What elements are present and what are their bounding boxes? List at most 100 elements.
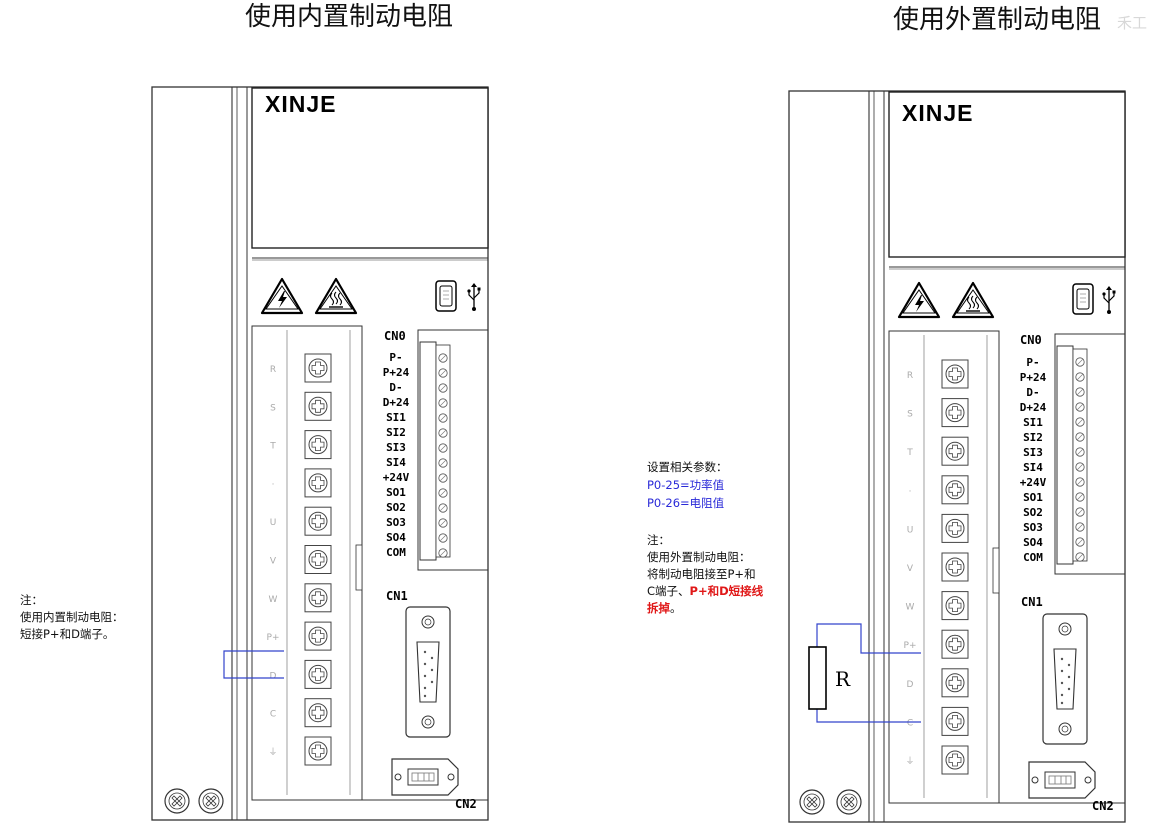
right-cn0-pin-slot (1076, 538, 1084, 546)
left-screw-terminal-6 (304, 545, 332, 574)
left-screw-terminal-1 (304, 353, 332, 383)
right-cn0-pin-slot (1076, 463, 1084, 471)
left-power-pin-label-5: U (270, 518, 277, 528)
right-cn0-pin-slot (1076, 403, 1084, 411)
right-note-title: 注： (647, 533, 670, 547)
right-power-pin-label-5: U (907, 525, 914, 535)
right-cn0-terminal-1: P- (1026, 356, 1039, 369)
left-power-pin-label-7: W (269, 595, 278, 605)
right-screw-terminal-9 (941, 668, 969, 698)
left-cn0-pin-slot (439, 534, 447, 542)
right-cn0-pin-slot (1076, 358, 1084, 366)
param-title: 设置相关参数： (647, 460, 728, 474)
right-cn0-terminal-8: SI4 (1023, 461, 1043, 474)
left-cn0-terminal-9: +24V (383, 471, 410, 484)
left-power-pin-label-10: C (270, 710, 276, 720)
left-mount-screw-icon-1 (164, 788, 190, 814)
left-title: 使用内置制动电阻 (245, 2, 453, 32)
left-screw-terminal-10 (304, 698, 332, 728)
right-brand-logo: XINJE (902, 100, 973, 126)
right-power-pin-label-8: P+ (904, 641, 917, 651)
left-note-line2: 短接P+和D端子。 (20, 627, 114, 641)
right-power-pin-label-2: S (907, 410, 913, 420)
left-cn0-terminal-14: COM (386, 546, 406, 559)
left-cn0-terminal-8: SI4 (386, 456, 406, 469)
right-note-line1: 使用外置制动电阻： (647, 550, 751, 564)
right-wire-c (816, 709, 921, 723)
left-cn0-pin-slot (439, 444, 447, 452)
left-cn0-terminal-2: P+24 (383, 366, 410, 379)
left-cn0-terminal-12: SO3 (386, 516, 406, 529)
right-note-line2: 将制动电阻接至P+和 (647, 567, 756, 581)
left-cn1-label: CN1 (386, 589, 408, 603)
right-screw-terminal-5 (941, 513, 969, 543)
right-screw-terminal-4 (941, 475, 969, 505)
left-cn0-pin-slot (439, 489, 447, 497)
right-cn0-terminal-4: D+24 (1020, 401, 1047, 414)
left-screw-terminal-9 (304, 659, 332, 689)
watermark: 禾工 (1117, 14, 1147, 32)
left-cn0-terminal-13: SO4 (386, 531, 406, 544)
right-mount-screw-icon-1 (799, 789, 825, 815)
right-cn0-terminal-5: SI1 (1023, 416, 1043, 429)
right-cn1-db9-connector (1042, 613, 1088, 745)
left-power-pin-label-9: D (270, 671, 277, 681)
left-shorting-wire (223, 650, 284, 679)
right-cn0-pin-slot (1076, 433, 1084, 441)
left-power-pin-label-4: · (272, 480, 275, 490)
right-cn0-terminal-9: +24V (1020, 476, 1047, 489)
left-cn0-pin-slot (439, 369, 447, 377)
right-cn2-label: CN2 (1092, 799, 1114, 813)
right-power-pin-label-9: D (907, 680, 914, 690)
right-note-line4: 拆掉。 (647, 601, 682, 615)
right-cn0-pin-slot (1076, 448, 1084, 456)
param-resistance: P0-26=电阻值 (647, 496, 725, 510)
right-usb-port-icon (1072, 283, 1094, 315)
right-power-pin-label-4: · (909, 487, 912, 497)
right-screw-terminal-7 (941, 591, 969, 621)
left-cn0-label: CN0 (384, 329, 406, 343)
left-cn0-terminal-3: D- (389, 381, 402, 394)
left-cn0-pin-slot (439, 504, 447, 512)
left-cn0-terminal-list: P-P+24D-D+24SI1SI2SI3SI4+24VSO1SO2SO3SO4… (383, 351, 410, 559)
right-mount-screw-icon-2 (836, 789, 862, 815)
left-power-pin-label-3: T (269, 442, 276, 452)
external-brake-resistor (808, 646, 827, 710)
right-cn0-pin-slot (1076, 388, 1084, 396)
right-cn0-terminal-12: SO3 (1023, 521, 1043, 534)
left-cn0-terminal-10: SO1 (386, 486, 406, 499)
left-cn0-terminal-4: D+24 (383, 396, 410, 409)
left-cn0-pin-slot (439, 429, 447, 437)
left-cn2-connector (391, 758, 459, 796)
right-cn2-connector (1028, 761, 1096, 799)
left-cn1-db9-connector (405, 606, 451, 738)
left-power-pin-label-8: P+ (267, 633, 280, 643)
right-power-pin-label-7: W (906, 603, 915, 613)
right-cn0-terminal-list: P-P+24D-D+24SI1SI2SI3SI4+24VSO1SO2SO3SO4… (1020, 356, 1047, 564)
right-screw-terminal-3 (941, 436, 969, 466)
left-usb-port-icon (435, 280, 457, 312)
left-cn0-terminal-7: SI3 (386, 441, 406, 454)
right-cn0-label: CN0 (1020, 333, 1042, 347)
right-cn0-terminal-14: COM (1023, 551, 1043, 564)
left-cn0-pin-slot (439, 384, 447, 392)
left-screw-terminal-2 (304, 391, 332, 421)
left-cn0-pin-slot (439, 519, 447, 527)
left-brand-logo: XINJE (265, 91, 336, 117)
left-screw-terminal-3 (304, 430, 332, 460)
resistor-label: R (835, 667, 851, 691)
right-cn0-terminal-11: SO2 (1023, 506, 1043, 519)
left-cn0-pin-slot (439, 399, 447, 407)
right-cn0-pin-slot (1076, 493, 1084, 501)
right-screw-terminal-8 (941, 629, 969, 659)
right-power-pin-label-1: R (907, 371, 913, 381)
right-note-line3: C端子、P+和D短接线 (647, 584, 764, 598)
left-cn0-terminal-11: SO2 (386, 501, 406, 514)
right-cn0-terminal-6: SI2 (1023, 431, 1043, 444)
left-diagram: 使用内置制动电阻 XINJE CN0 P-P+24D-D+24SI1SI2SI3… (20, 2, 489, 821)
right-cn0-pin-slot (1076, 523, 1084, 531)
left-cn0-pin-slot (439, 474, 447, 482)
